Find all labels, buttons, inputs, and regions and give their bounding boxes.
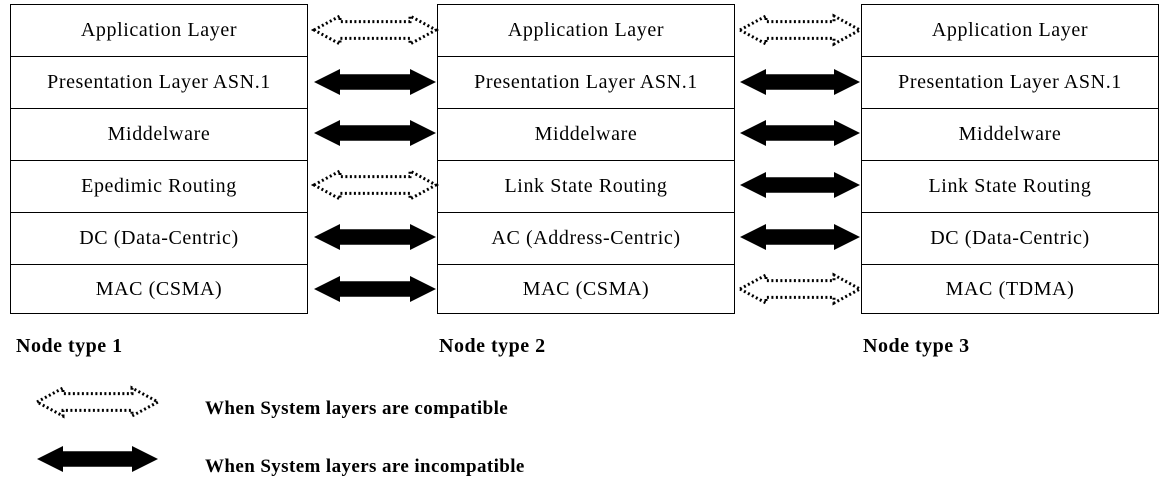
- legend-compatible-text: When System layers are compatible: [205, 398, 509, 419]
- legend-incompatible-text: When System layers are incompatible: [205, 456, 525, 477]
- arrow-incompatible-2-3-row-5: [740, 224, 860, 250]
- node-3-stack: Application Layer Presentation Layer ASN…: [861, 4, 1159, 314]
- arrow-incompatible-2-3-row-4: [740, 172, 860, 198]
- legend-compatible-arrow: [33, 385, 162, 419]
- arrow-incompatible-1-2-row-2: [314, 69, 436, 95]
- node-1-label: Node type 1: [16, 335, 123, 357]
- node-2-layer-presentation: Presentation Layer ASN.1: [438, 57, 734, 109]
- node-1-layer-middleware: Middelware: [11, 109, 307, 161]
- node-1-layer-application: Application Layer: [11, 5, 307, 57]
- node-1-layer-routing: Epedimic Routing: [11, 161, 307, 213]
- arrow-compatible-1-2-row-4: [310, 168, 440, 202]
- arrow-incompatible-2-3-row-2: [740, 69, 860, 95]
- node-3-layer-middleware: Middelware: [862, 109, 1158, 161]
- arrow-incompatible-1-2-row-6: [314, 276, 436, 302]
- node-3-layer-application: Application Layer: [862, 5, 1158, 57]
- node-2-label: Node type 2: [439, 335, 546, 357]
- node-1-layer-network: DC (Data-Centric): [11, 213, 307, 265]
- arrow-incompatible-1-2-row-5: [314, 224, 436, 250]
- node-1-layer-mac: MAC (CSMA): [95, 277, 223, 300]
- node-2-stack: Application Layer Presentation Layer ASN…: [437, 4, 735, 314]
- node-3-layer-mac: MAC (TDMA): [945, 277, 1075, 300]
- arrow-incompatible-2-3-row-3: [740, 120, 860, 146]
- legend-arrows: [33, 385, 162, 472]
- node-3-layer-presentation: Presentation Layer ASN.1: [862, 57, 1158, 109]
- node-2-layer-middleware: Middelware: [438, 109, 734, 161]
- legend-incompatible-arrow: [37, 446, 158, 472]
- node-2-layer-mac: MAC (CSMA): [522, 277, 650, 300]
- node-3-label: Node type 3: [863, 335, 970, 357]
- arrow-compatible-1-2-row-1: [310, 13, 440, 47]
- arrows-node2-node3: [736, 13, 864, 306]
- node-2-layer-network: AC (Address-Centric): [438, 213, 734, 265]
- arrow-incompatible-1-2-row-3: [314, 120, 436, 146]
- node-1-layer-presentation: Presentation Layer ASN.1: [11, 57, 307, 109]
- arrow-compatible-2-3-row-6: [736, 272, 864, 306]
- node-2-layer-application: Application Layer: [438, 5, 734, 57]
- node-2-layer-routing: Link State Routing: [438, 161, 734, 213]
- arrow-compatible-2-3-row-1: [736, 13, 864, 47]
- node-1-stack: Application Layer Presentation Layer ASN…: [10, 4, 308, 314]
- arrows-node1-node2: [310, 13, 440, 302]
- node-3-layer-routing: Link State Routing: [862, 161, 1158, 213]
- node-3-layer-network: DC (Data-Centric): [862, 213, 1158, 265]
